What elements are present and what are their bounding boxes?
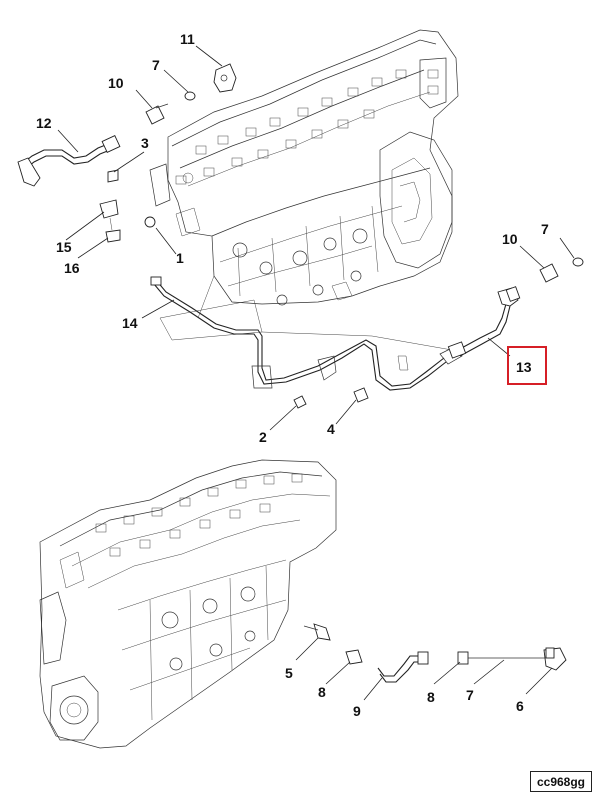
adapter-10-right (539, 263, 559, 283)
reference-lines-upper (159, 275, 453, 351)
callout-13-highlight: 13 (507, 346, 547, 385)
adapter-5 (313, 623, 331, 641)
callout-7-upper: 7 (152, 57, 160, 73)
clamp-15 (99, 199, 119, 219)
callout-1: 1 (176, 250, 184, 266)
fitting-parts-lower (303, 623, 567, 683)
o-ring-7-right (572, 257, 584, 267)
o-ring-7-upper (184, 91, 196, 101)
bolt-3 (107, 169, 119, 183)
callout-13: 13 (516, 359, 532, 375)
callout-6: 6 (516, 698, 524, 714)
tube-assembly-14 (150, 276, 463, 391)
clamp-16 (105, 229, 121, 243)
tube-assembly-13 (447, 286, 521, 359)
fitting-parts-upper (99, 63, 584, 409)
callout-10-upper: 10 (108, 75, 124, 91)
tube-9-end (417, 651, 429, 665)
clamp-8-left (345, 649, 363, 665)
tube-assembly-12 (17, 135, 121, 187)
connector-11 (213, 63, 237, 93)
callout-14: 14 (122, 315, 138, 331)
callout-12: 12 (36, 115, 52, 131)
callout-4: 4 (327, 421, 335, 437)
callout-11: 11 (180, 31, 195, 47)
callout-15: 15 (56, 239, 72, 255)
callout-2: 2 (259, 429, 267, 445)
highlight-box (507, 346, 547, 385)
engine-block-upper (149, 29, 459, 306)
adapter-10-upper (145, 105, 165, 125)
tube-end-fitting (150, 276, 162, 286)
callout-10-right: 10 (502, 231, 518, 247)
callout-16: 16 (64, 260, 80, 276)
leader-lines (57, 45, 575, 701)
bolt-2 (293, 395, 307, 409)
bolt-4 (353, 387, 369, 403)
callout-3: 3 (141, 135, 149, 151)
washer-1 (144, 216, 156, 228)
callout-8-left: 8 (318, 684, 326, 700)
callout-7-right: 7 (541, 221, 549, 237)
callout-labels: 11 7 10 12 3 15 16 1 14 2 4 10 7 5 8 9 8… (36, 31, 549, 719)
engine-block-lower (39, 459, 337, 749)
reference-code-label: cc968gg (530, 771, 592, 792)
tube-12-elbow-end (17, 157, 41, 187)
callout-5: 5 (285, 665, 293, 681)
callout-7-lower: 7 (466, 687, 474, 703)
callout-9: 9 (353, 703, 361, 719)
callout-8-right: 8 (427, 689, 435, 705)
